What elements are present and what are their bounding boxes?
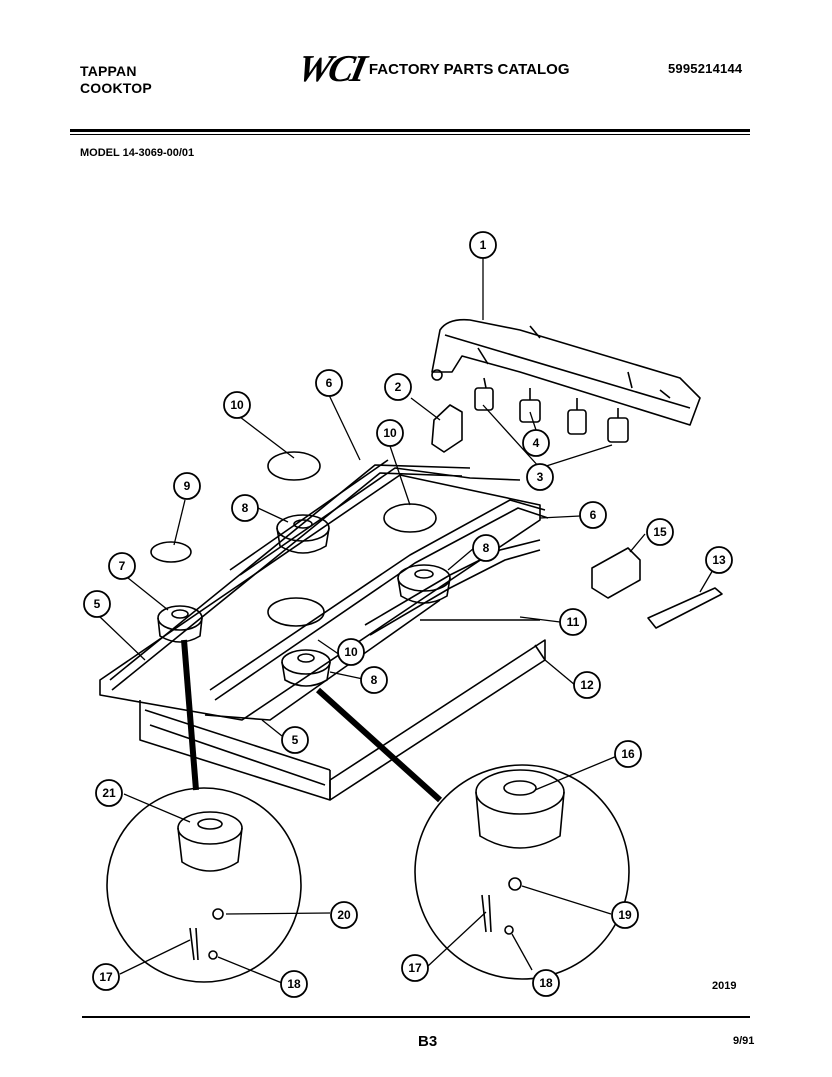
detail-leader-right (315, 687, 443, 803)
catalog-number: 5995214144 (668, 61, 743, 76)
manifold-pipe (431, 318, 701, 426)
model-label: MODEL 14-3069-00/01 (80, 147, 195, 159)
mounting-bracket (647, 587, 723, 629)
detail-burner-right (475, 769, 565, 935)
callout-8: 8 (242, 501, 249, 515)
catalog-title: FACTORY PARTS CATALOG (368, 60, 570, 78)
callout-19: 19 (618, 908, 632, 922)
brand-line-1: TAPPAN (80, 63, 137, 79)
header-rule (70, 129, 750, 132)
callout-1: 1 (480, 238, 487, 252)
callout-10: 10 (383, 426, 397, 440)
callout-10: 10 (230, 398, 244, 412)
drawing-number: 2019 (712, 980, 737, 992)
callout-6: 6 (326, 376, 333, 390)
callout-6: 6 (590, 508, 597, 522)
detail-burner-left (177, 811, 243, 961)
burner-valves (474, 377, 629, 443)
callout-21: 21 (102, 786, 116, 800)
callout-4: 4 (533, 436, 540, 450)
callout-8: 8 (483, 541, 490, 555)
cooktop-tray (99, 474, 546, 801)
callout-12: 12 (580, 678, 594, 692)
detail-view-circle-left (106, 787, 302, 983)
callout-18: 18 (539, 976, 553, 990)
callout-9: 9 (184, 479, 191, 493)
callout-10: 10 (344, 645, 358, 659)
callout-17: 17 (408, 961, 422, 975)
callout-8: 8 (371, 673, 378, 687)
header-rule-thin (70, 134, 750, 135)
catalog-header: WCI FACTORY PARTS CATALOG (294, 48, 570, 90)
callout-16: 16 (621, 747, 635, 761)
callout-2: 2 (395, 380, 402, 394)
callout-18: 18 (287, 977, 301, 991)
footer-rule (82, 1016, 750, 1018)
detail-view-circle-right (414, 764, 630, 980)
callout-11: 11 (567, 615, 580, 629)
callout-5: 5 (292, 733, 299, 747)
igniter-switch (431, 404, 463, 453)
grommet-ring (383, 503, 437, 533)
page-date: 9/91 (733, 1035, 755, 1047)
callout-13: 13 (712, 553, 726, 567)
callout-20: 20 (337, 908, 351, 922)
surface-burners (157, 514, 451, 687)
grommet-ring (267, 597, 325, 627)
callout-3: 3 (537, 470, 544, 484)
page-code: B3 (418, 1033, 438, 1050)
detail-leader-left (181, 639, 199, 791)
callout-numbers: 1 2 3 4 6 10 10 9 8 7 5 8 6 15 13 11 12 … (94, 238, 726, 991)
callout-17: 17 (99, 970, 113, 984)
brand-line-2: COOKTOP (80, 80, 152, 96)
callout-15: 15 (653, 525, 667, 539)
callout-bubbles (83, 231, 733, 998)
callout-leaders (98, 258, 718, 984)
grommet-ring (267, 451, 321, 481)
callout-5: 5 (94, 597, 101, 611)
spark-module (591, 547, 641, 599)
callout-7: 7 (119, 559, 126, 573)
grommet-ring (150, 541, 192, 563)
